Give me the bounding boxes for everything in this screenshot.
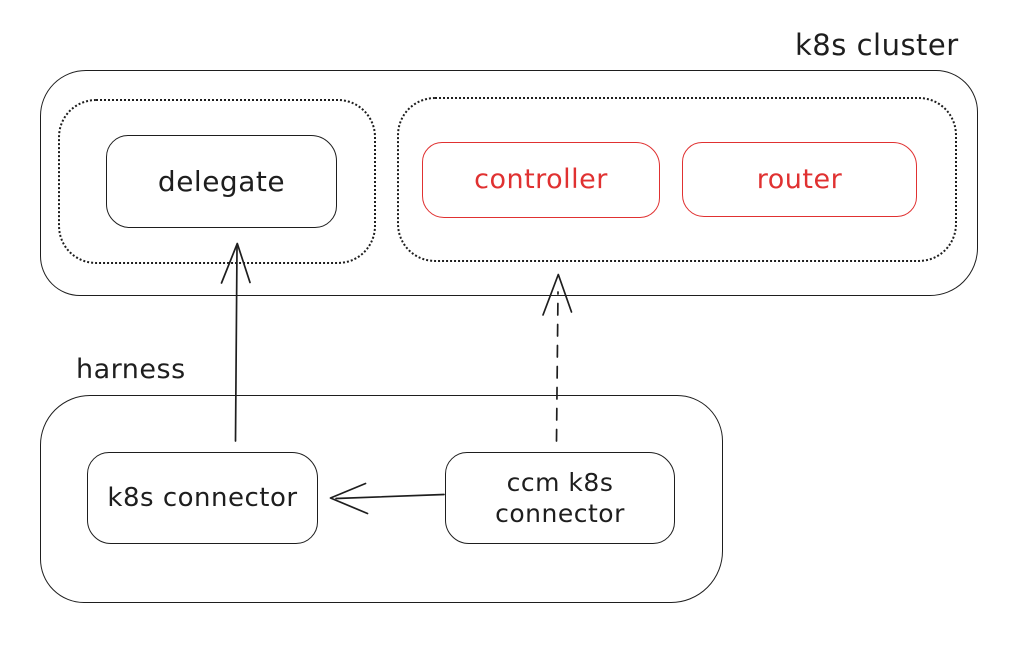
router-node: router [682, 142, 917, 217]
router-node-label: router [756, 163, 843, 195]
ccm-group-container [397, 97, 957, 262]
controller-node-label: controller [474, 164, 608, 196]
harness-container [40, 395, 723, 603]
k8s-connector-node-label: k8s connector [107, 482, 298, 513]
k8s-cluster-container [40, 70, 978, 296]
delegate-group-container [58, 99, 376, 264]
k8s-cluster-label: k8s cluster [795, 28, 959, 62]
controller-node: controller [422, 142, 660, 218]
harness-label: harness [76, 354, 186, 385]
ccm-k8s-connector-node: ccm k8s connector [445, 452, 675, 544]
ccm-k8s-connector-node-label: ccm k8s connector [495, 467, 625, 528]
k8s-connector-node: k8s connector [87, 452, 318, 544]
delegate-node-label: delegate [157, 165, 286, 198]
delegate-node: delegate [106, 135, 337, 228]
